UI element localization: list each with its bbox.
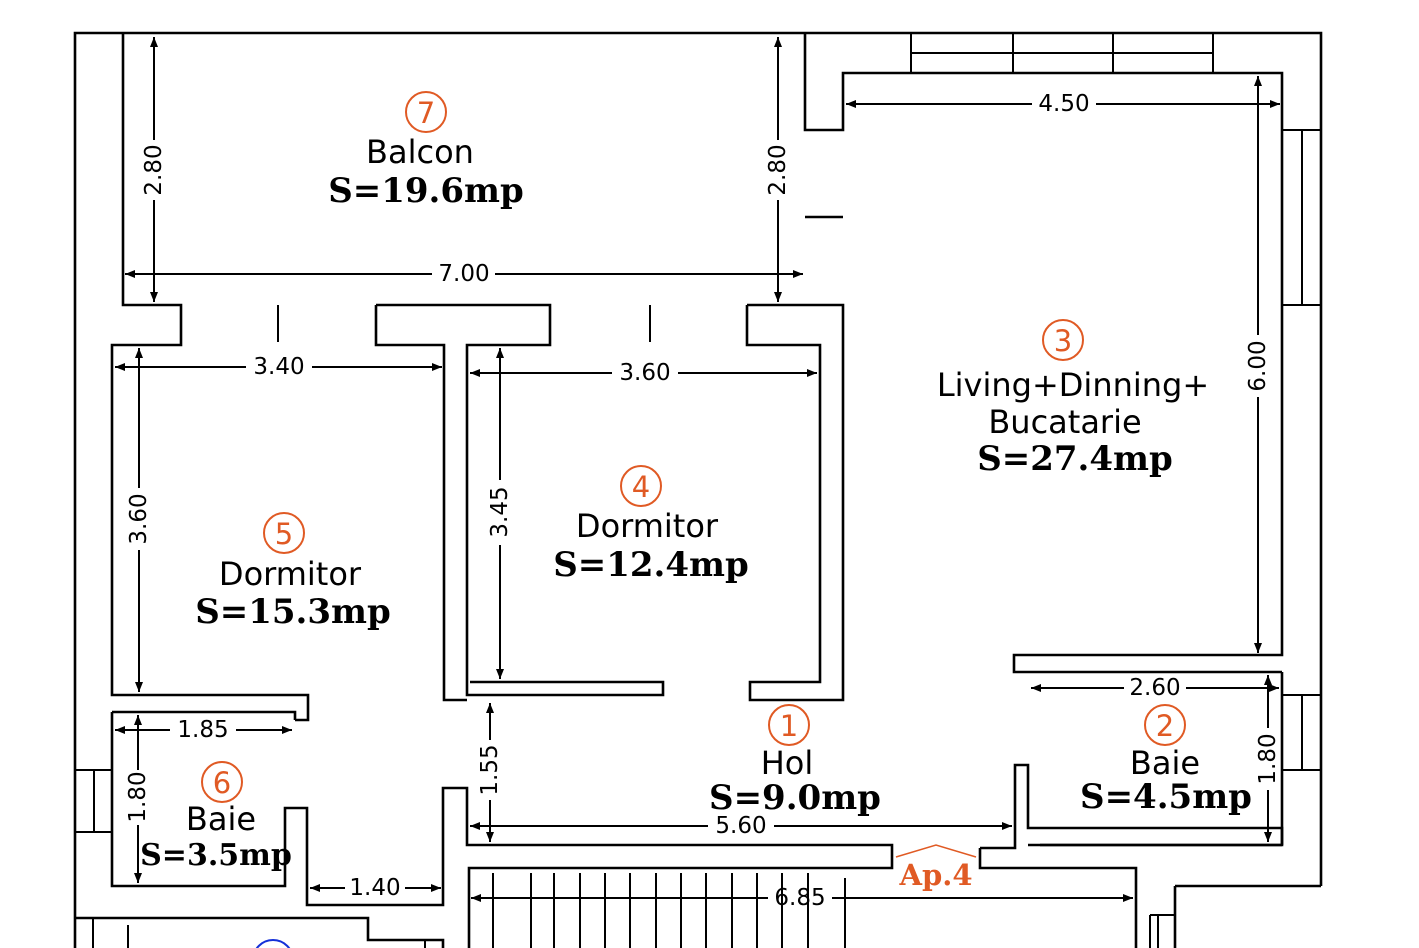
dim-balcon-width: 7.00 — [438, 261, 489, 287]
room-name-baie-2: Baie — [1130, 744, 1200, 782]
right-window — [1281, 129, 1322, 306]
room-name-living-line2: Bucatarie — [988, 403, 1141, 441]
dim-baie2-width: 2.60 — [1129, 675, 1180, 701]
room-number-5: 5 — [275, 517, 293, 551]
dim-stair-side: 1.40 — [349, 875, 400, 901]
balcon-walls — [110, 33, 1284, 722]
room-area-dormitor-5: S=15.3mp — [195, 592, 391, 632]
room-number-2: 2 — [1156, 709, 1174, 743]
room-balcon: 7 Balcon S=19.6mp — [328, 91, 524, 211]
room-dormitor-4: 4 Dormitor S=12.4mp — [553, 465, 749, 585]
apartment-label: Ap.4 — [895, 844, 977, 892]
dimension-lines — [115, 37, 1280, 948]
dim-baie6-width: 1.85 — [177, 717, 228, 743]
top-window — [910, 32, 1214, 74]
room-number-3: 3 — [1054, 324, 1072, 358]
room-name-dormitor-5: Dormitor — [219, 555, 362, 593]
dim-balcon-left-height: 2.80 — [141, 144, 167, 195]
room-area-dormitor-4: S=12.4mp — [553, 545, 749, 585]
room-area-living: S=27.4mp — [977, 439, 1173, 479]
room-area-hol: S=9.0mp — [709, 778, 881, 818]
room-baie-2: 2 Baie S=4.5mp — [1080, 704, 1252, 817]
baie2-window — [1281, 694, 1322, 771]
dim-baie6-height: 1.80 — [125, 771, 151, 822]
dim-room4-width: 3.60 — [619, 360, 670, 386]
room-area-baie-2: S=4.5mp — [1080, 777, 1252, 817]
room-name-balcon: Balcon — [366, 133, 474, 171]
dim-balcon-right-height: 2.80 — [765, 144, 791, 195]
room-living: 3 Living+Dinning+ Bucatarie S=27.4mp — [937, 319, 1209, 479]
room-number-6: 6 — [213, 766, 231, 800]
room-name-baie-6: Baie — [186, 800, 256, 838]
room-area-baie-6: S=3.5mp — [140, 838, 292, 873]
dim-living-width: 4.50 — [1038, 91, 1089, 117]
room-dormitor-5: 5 Dormitor S=15.3mp — [195, 512, 391, 632]
stairs — [92, 873, 1175, 948]
dim-room4-height: 3.45 — [487, 486, 513, 537]
dim-room5-height: 3.60 — [126, 493, 152, 544]
dim-baie2-height: 1.80 — [1255, 733, 1281, 784]
room-number-1: 1 — [780, 709, 798, 743]
room-number-4: 4 — [632, 470, 650, 504]
dim-room5-width: 3.40 — [253, 354, 304, 380]
room-baie-6: 6 Baie S=3.5mp — [140, 761, 292, 873]
lower-walls — [75, 672, 1284, 948]
dim-hol-height: 1.55 — [477, 744, 503, 795]
room-name-living-line1: Living+Dinning+ — [937, 366, 1209, 404]
dim-hol-width: 5.60 — [715, 813, 766, 839]
room-hol: 1 Hol S=9.0mp — [709, 704, 881, 818]
room-name-dormitor-4: Dormitor — [576, 507, 719, 545]
room-area-balcon: S=19.6mp — [328, 171, 524, 211]
room-name-hol: Hol — [761, 744, 814, 782]
dimension-labels: 2.80 2.80 7.00 4.50 6.00 3.40 3.60 3.60 … — [125, 91, 1281, 911]
baie6-window — [74, 769, 113, 833]
room-number-7: 7 — [417, 96, 435, 130]
dim-living-height: 6.00 — [1245, 340, 1271, 391]
dim-stair-width: 6.85 — [774, 885, 825, 911]
next-apartment-marker — [255, 939, 291, 948]
apartment-label-text: Ap.4 — [898, 858, 972, 892]
